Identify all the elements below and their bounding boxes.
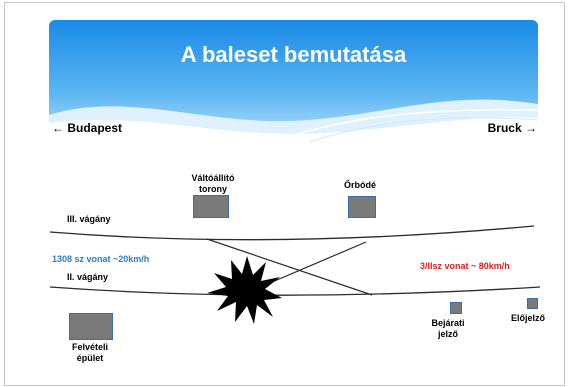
track-ii-line xyxy=(49,286,541,296)
train-3ii-label: 3/IIsz vonat ~ 80km/h xyxy=(420,261,510,271)
tower-label: Váltóállító torony xyxy=(191,173,235,194)
page-title: A baleset bemutatása xyxy=(180,42,407,67)
track-ii-label: II. vágány xyxy=(67,272,109,282)
guardhouse-label: Őrbódé xyxy=(343,180,376,190)
tower-box xyxy=(193,195,229,218)
direction-right: Bruck → xyxy=(488,121,537,135)
entry-signal-label: Bejárati jelző xyxy=(431,318,465,339)
train-1308-label: 1308 sz vonat ~20km/h xyxy=(52,254,150,264)
header-banner xyxy=(49,20,538,142)
direction-right-label: Bruck xyxy=(487,121,522,135)
station-building-label: Felvételi épület xyxy=(71,342,109,363)
direction-left: ← Budapest xyxy=(52,121,122,135)
star-burst-icon xyxy=(207,256,282,324)
distant-signal-label: Előjelző xyxy=(510,313,545,323)
direction-left-label: Budapest xyxy=(67,121,123,135)
station-building-box xyxy=(69,313,113,340)
arrow-right-icon: → xyxy=(525,121,537,135)
distant-signal-box xyxy=(527,298,538,309)
track-iii-line xyxy=(49,225,535,241)
track-iii-label: III. vágány xyxy=(67,214,111,224)
guardhouse-box xyxy=(348,196,376,218)
arrow-left-icon: ← xyxy=(52,121,64,135)
crossover-line-1 xyxy=(206,238,373,296)
entry-signal-box xyxy=(450,302,462,314)
slide-frame xyxy=(4,2,565,386)
